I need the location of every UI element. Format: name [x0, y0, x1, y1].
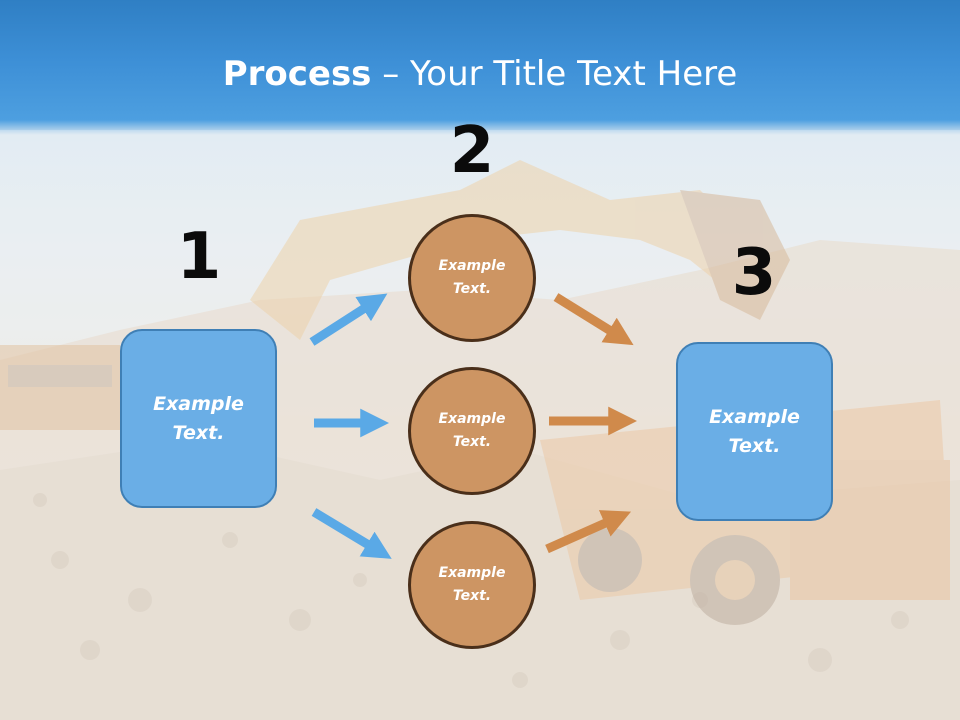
step-1-text: Example Text.	[153, 392, 244, 444]
circle-top-text: Example Text.	[438, 258, 506, 297]
step-number-3: 3	[731, 236, 777, 310]
title-rest: – Your Title Text Here	[371, 54, 738, 94]
slide-title: Process – Your Title Text Here	[0, 52, 960, 96]
step-number-2: 2	[449, 114, 495, 188]
arrow-circle1-to-box3	[553, 293, 634, 346]
arrow-circle3-to-box3	[545, 510, 632, 554]
step-2-circle-bottom: Example Text.	[408, 521, 536, 649]
circle-middle-text: Example Text.	[438, 411, 506, 450]
arrow-box1-to-circle1	[309, 293, 388, 346]
step-number-1: 1	[176, 220, 222, 294]
step-3-box: Example Text.	[676, 342, 833, 521]
arrow-box1-to-circle3	[311, 508, 392, 559]
title-bold: Process	[222, 54, 372, 94]
circle-bottom-text: Example Text.	[438, 565, 506, 604]
step-1-box: Example Text.	[120, 329, 277, 508]
step-2-circle-middle: Example Text.	[408, 367, 536, 495]
step-3-text: Example Text.	[709, 405, 800, 457]
step-2-circle-top: Example Text.	[408, 214, 536, 342]
